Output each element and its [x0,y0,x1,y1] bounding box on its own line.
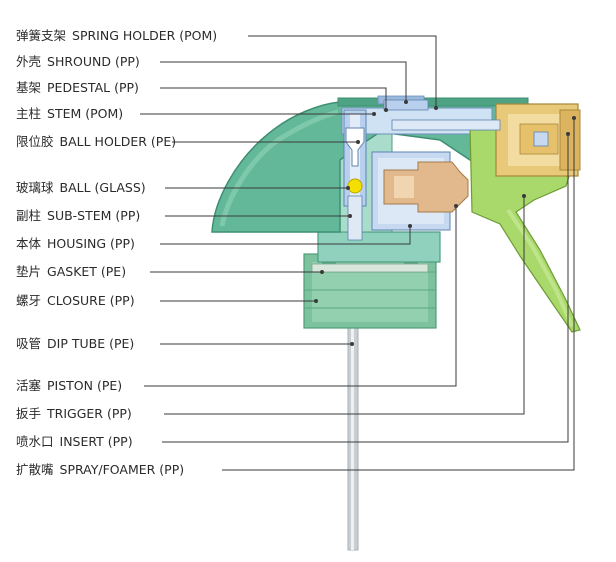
gasket [311,263,429,273]
piston [383,161,469,213]
sub-stem [347,195,363,241]
nozzle [495,103,581,177]
glass-ball [347,178,363,194]
sprayer-illustration [211,95,581,551]
leader-lines [140,35,576,471]
ball-holder [345,127,365,167]
